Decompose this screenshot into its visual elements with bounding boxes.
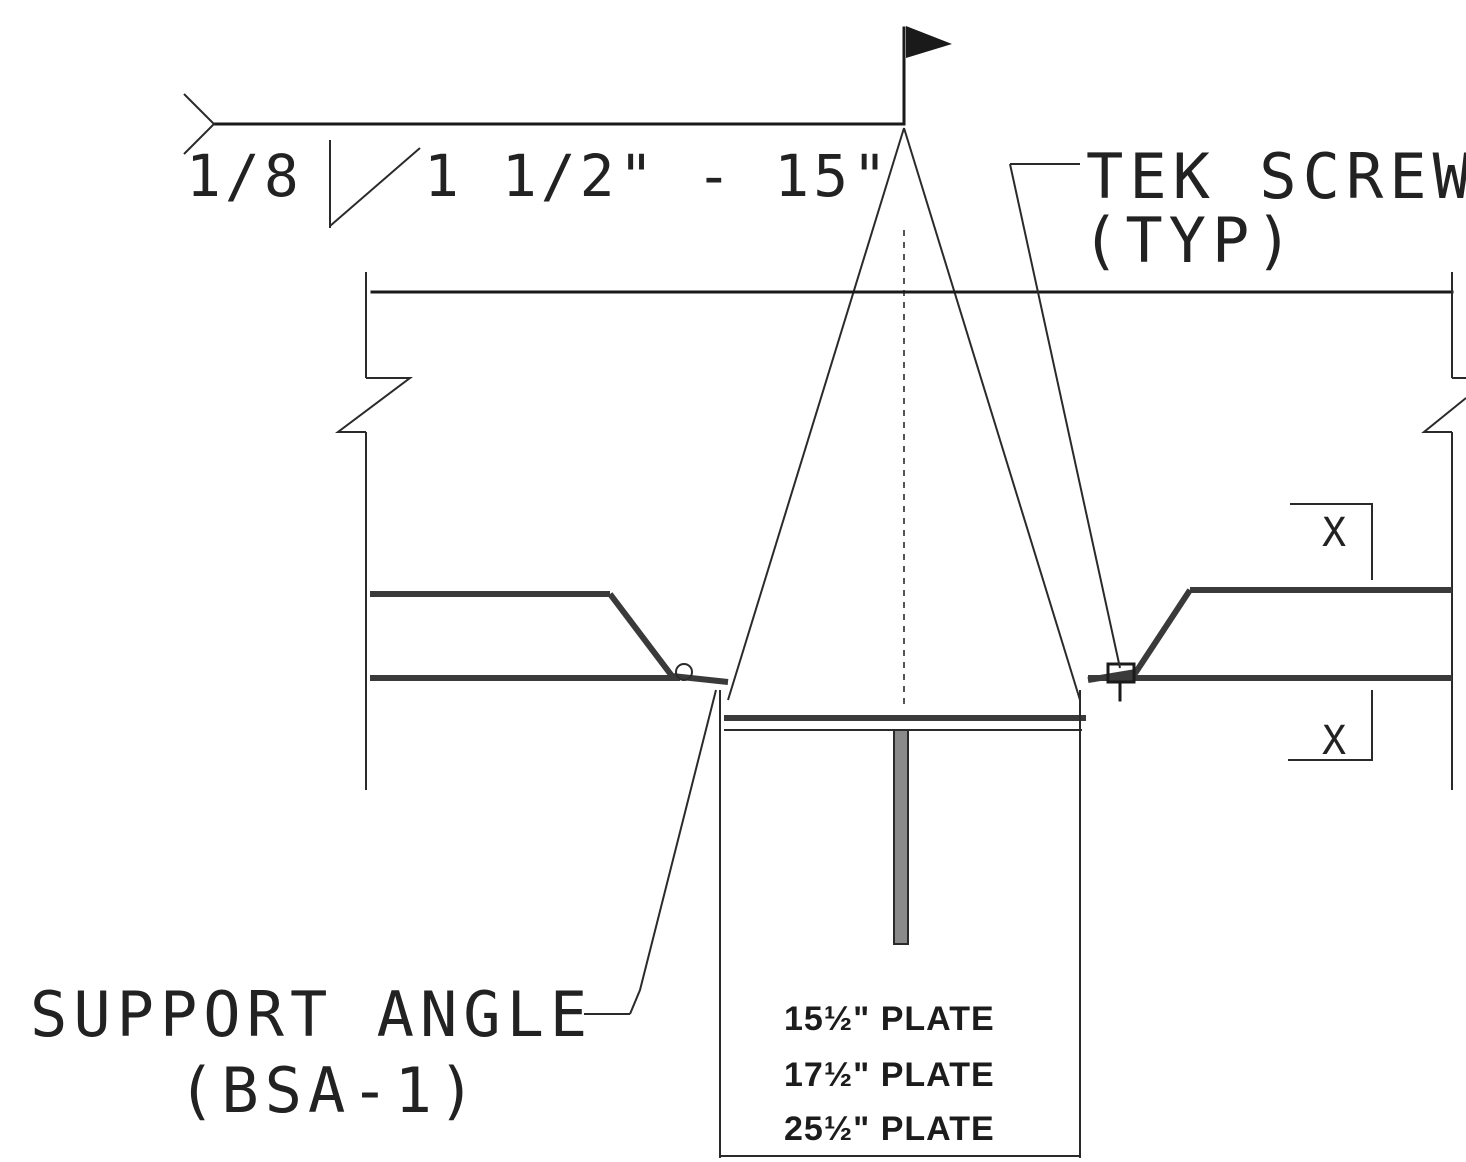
tek-screw-label: TEK SCREW xyxy=(1086,140,1466,213)
tek-screw-leader xyxy=(1009,163,1121,669)
fillet-diagonal-icon xyxy=(329,147,421,227)
tek-screw-icon xyxy=(1106,662,1136,702)
weld-tail-icon xyxy=(183,93,216,155)
plate-size-item: 17½" PLATE xyxy=(784,1056,995,1094)
weld-arrow-lines xyxy=(727,127,1081,710)
support-angle-ref: (BSA-1) xyxy=(178,1054,481,1127)
field-weld-flag-icon xyxy=(902,26,952,124)
weld-length-pitch: 1 1/2" - 15" xyxy=(424,142,891,210)
tek-screw-note: (TYP) xyxy=(1082,204,1299,277)
bearing-plate xyxy=(719,690,1086,1158)
weld-symbol: 1/8 1 1/2" - 15" xyxy=(183,93,906,228)
plate-size-item: 25½" PLATE xyxy=(784,1110,995,1148)
dimension-top-mark: X xyxy=(1322,510,1346,556)
break-line-right-icon xyxy=(1421,397,1466,433)
right-deck-profile xyxy=(1087,587,1452,683)
left-deck-profile xyxy=(370,591,729,685)
break-line-left-icon xyxy=(335,377,413,433)
support-angle-leader xyxy=(584,689,717,1015)
weld-size: 1/8 xyxy=(186,142,303,210)
dimension-marks: X X xyxy=(1288,503,1373,764)
dimension-bottom-mark: X xyxy=(1322,718,1346,764)
top-member xyxy=(335,272,1466,790)
support-angle-label: SUPPORT ANGLE xyxy=(30,978,593,1051)
plate-size-item: 15½" PLATE xyxy=(784,1000,995,1038)
plate-list: 15½" PLATE 17½" PLATE 25½" PLATE xyxy=(784,1000,995,1148)
